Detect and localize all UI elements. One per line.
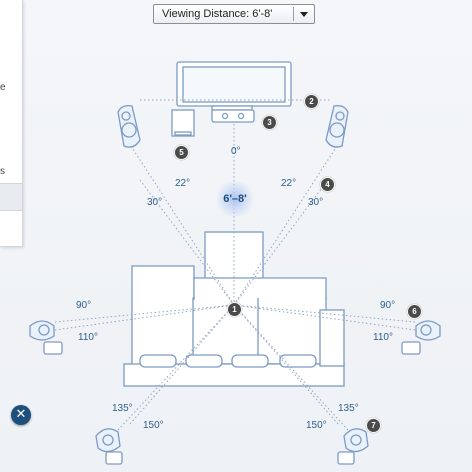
tv-icon [176, 61, 292, 111]
side-right-angle-label: 110° [373, 332, 393, 343]
speaker-badge-6[interactable]: 6 [407, 304, 422, 319]
speaker-badge-2[interactable]: 2 [304, 94, 319, 109]
close-button[interactable]: ✕ [11, 405, 31, 425]
front-right-angle-label: 30° [308, 197, 324, 208]
center-speaker-icon [211, 109, 255, 123]
rear-left-angle-label: 150° [143, 420, 164, 431]
side-right-angle-label: 90° [380, 300, 396, 311]
rear-right-angle-label: 135° [338, 403, 359, 414]
speaker-badge-3[interactable]: 3 [262, 115, 277, 130]
rear-left-speaker-icon [95, 428, 123, 465]
subwoofer-icon [171, 109, 195, 137]
speaker-badge-7[interactable]: 7 [366, 418, 381, 433]
side-right-speaker-icon [401, 320, 441, 355]
speaker-badge-5[interactable]: 5 [174, 145, 189, 160]
side-panel: e s [0, 0, 23, 247]
front-right-speaker-icon [325, 104, 349, 148]
side-panel-text: s [0, 166, 5, 177]
side-panel-band [0, 183, 22, 211]
center-angle-label: 0° [231, 146, 241, 157]
viewing-distance-value: Viewing Distance: 6'-8' [162, 8, 273, 20]
front-left-angle-label: 30° [147, 197, 163, 208]
rear-right-angle-label: 150° [306, 420, 327, 431]
side-panel-text: e [0, 82, 6, 93]
sofa-icon [123, 265, 345, 387]
side-left-speaker-icon [29, 320, 63, 355]
side-left-angle-label: 90° [76, 300, 92, 311]
speaker-badge-1[interactable]: 1 [227, 302, 242, 317]
close-icon: ✕ [15, 407, 27, 422]
chevron-down-icon [300, 12, 308, 17]
viewing-distance-dropdown[interactable]: Viewing Distance: 6'-8' [153, 4, 315, 24]
rear-right-speaker-icon [337, 428, 369, 465]
front-right-angle-label: 22° [281, 178, 297, 189]
angle-guide-lines [54, 99, 416, 431]
front-left-angle-label: 22° [175, 178, 191, 189]
speaker-badge-4[interactable]: 4 [320, 177, 335, 192]
side-left-angle-label: 110° [78, 332, 98, 343]
dropdown-separator [293, 7, 294, 21]
rear-left-angle-label: 135° [112, 403, 133, 414]
viewing-distance-label: 6'–8' [223, 193, 247, 205]
viewing-distance-indicator: 6'–8' [215, 182, 255, 216]
front-left-speaker-icon [117, 104, 141, 148]
